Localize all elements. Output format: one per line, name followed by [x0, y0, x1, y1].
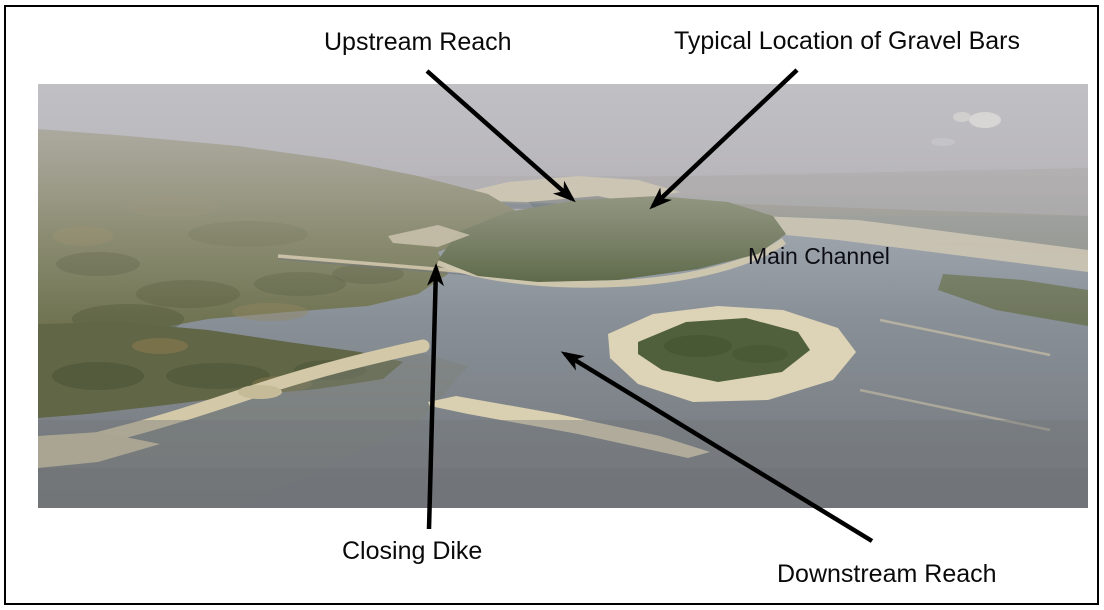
downstream-reach-label: Downstream Reach: [777, 560, 997, 588]
main-channel-label: Main Channel: [748, 243, 890, 269]
upstream-reach-label: Upstream Reach: [324, 28, 512, 56]
aerial-photo-art: [38, 84, 1088, 508]
atmospheric-haze: [38, 84, 1088, 508]
closing-dike-label: Closing Dike: [342, 537, 483, 565]
aerial-photo: [38, 84, 1088, 508]
gravel-bars-label: Typical Location of Gravel Bars: [674, 27, 1020, 55]
